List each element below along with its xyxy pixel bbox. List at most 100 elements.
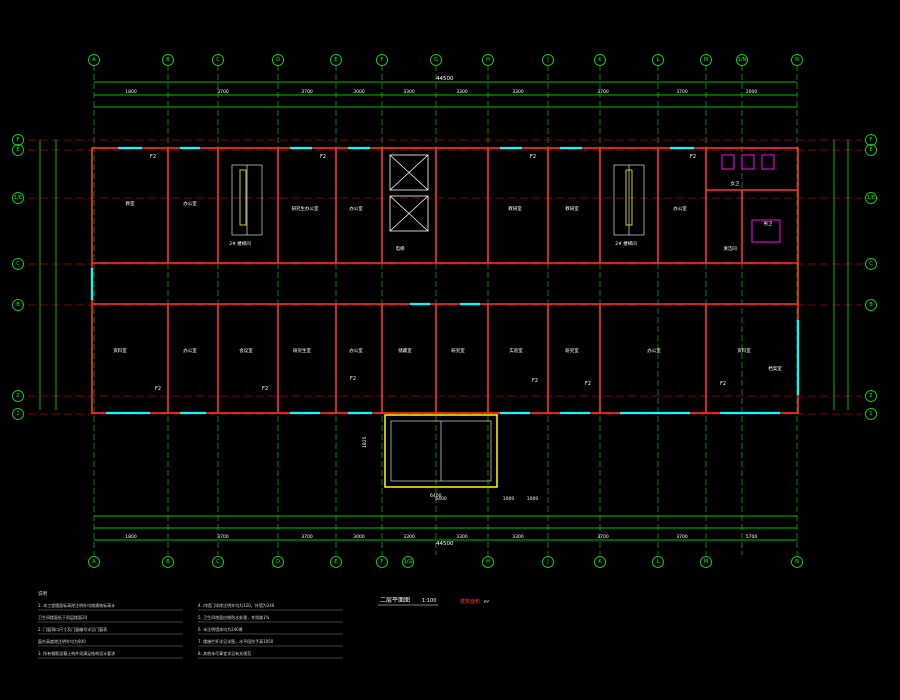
elevation-mark-3: F2 <box>690 154 696 160</box>
room-label-bottom-9: 办公室 <box>647 347 661 354</box>
axis-left-4: B <box>16 302 20 308</box>
axis-top-4: E <box>334 57 337 63</box>
axis-right-0: F <box>870 137 873 143</box>
dim-bottom-2: 3700 <box>301 534 313 540</box>
drawing-title: 二层平面图 <box>380 597 410 604</box>
dim-bottom-9: 5700 <box>746 534 758 540</box>
axis-bottom-12: N <box>795 559 799 565</box>
dim-bottom-4: 3300 <box>403 534 415 540</box>
axis-top-2: C <box>216 57 220 63</box>
note-left-3: 窗台高度除注明外均为900 <box>38 638 86 644</box>
note-left-4: 3. 所有钢筋混凝土构件须满足结构设计要求 <box>38 650 115 656</box>
axis-left-1-circle <box>12 144 24 156</box>
axis-right-3-circle <box>865 258 877 270</box>
room-label-bottom-11: 档案室 <box>768 365 782 372</box>
axis-bottom-2-circle <box>212 556 224 568</box>
dim-entrance-0: 6400 <box>435 496 447 502</box>
axis-bottom-10-circle <box>652 556 664 568</box>
axis-left-6-circle <box>12 408 24 420</box>
axis-left-3: C <box>16 261 20 267</box>
notes-heading: 说明 <box>38 590 47 597</box>
area-tag: 建筑面积 <box>460 598 480 605</box>
dim-top-8: 3700 <box>676 89 688 95</box>
dim-entrance-1: 1000 <box>503 496 515 502</box>
axis-bottom-5-circle <box>376 556 388 568</box>
axis-top-4-circle <box>330 54 342 66</box>
axis-left-5: 2 <box>16 393 19 399</box>
elevation-mark-1: F2 <box>320 154 326 160</box>
axis-top-6: G <box>434 57 438 63</box>
elevation-mark-8: F2 <box>585 381 591 387</box>
room-label-top-10: 女卫 <box>731 180 740 187</box>
room-label-top-0: 教室 <box>126 200 135 207</box>
elevation-mark-6: F2 <box>350 376 356 382</box>
axis-left-6: 1 <box>16 411 19 417</box>
axis-right-6: 1 <box>869 411 872 417</box>
axis-top-13-circle <box>791 54 803 66</box>
note-right-2: 6. 未注明墙体均为240厚 <box>198 626 243 632</box>
axis-bottom-4-circle <box>330 556 342 568</box>
toilet-fixtures <box>721 154 781 243</box>
axis-bottom-3-circle <box>272 556 284 568</box>
axis-bottom-3: D <box>276 559 280 565</box>
axis-top-12-circle <box>736 54 748 66</box>
axis-bottom-8-circle <box>542 556 554 568</box>
axis-bottom-5: F <box>381 559 384 565</box>
axis-bottom-9: K <box>598 559 602 565</box>
axis-top-8-circle <box>542 54 554 66</box>
axis-top-5: F <box>381 57 384 63</box>
note-left-2: 2. 门窗洞口尺寸及门窗编号详见门窗表 <box>38 626 107 632</box>
axis-bottom-7-circle <box>482 556 494 568</box>
room-label-top-12: 清洁间 <box>723 245 737 252</box>
elevation-mark-4: F2 <box>155 386 161 392</box>
room-label-top-7: 教研室 <box>565 205 579 212</box>
axis-bottom-4: E <box>334 559 337 565</box>
dim-bottom-0: 1800 <box>125 534 137 540</box>
axis-bottom-2: C <box>216 559 220 565</box>
dim-top-6: 3300 <box>512 89 524 95</box>
axis-left-4-circle <box>12 299 24 311</box>
axis-left-1: E <box>16 147 19 153</box>
room-label-bottom-7: 实验室 <box>509 347 523 354</box>
axis-top-9: K <box>598 57 602 63</box>
dim-top-1: 3700 <box>217 89 229 95</box>
elevator-shafts <box>389 154 429 232</box>
overall-dim-bottom: 44500 <box>436 541 454 547</box>
axis-right-1: E <box>869 147 872 153</box>
axis-top-10-circle <box>652 54 664 66</box>
axis-top-1: B <box>166 57 170 63</box>
axis-top-3-circle <box>272 54 284 66</box>
area-unit: m² <box>484 599 490 604</box>
axis-bottom-11-circle <box>700 556 712 568</box>
room-label-top-6: 教研室 <box>508 205 522 212</box>
axis-right-5-circle <box>865 390 877 402</box>
overall-dim-top: 44500 <box>436 76 454 82</box>
room-label-top-9: 办公室 <box>673 205 687 212</box>
elevation-mark-7: F2 <box>532 378 538 384</box>
axis-top-7-circle <box>482 54 494 66</box>
note-right-3: 7. 楼梯栏杆详见详图，水平段扶手高1050 <box>198 638 274 644</box>
axis-top-0: A <box>92 57 96 63</box>
dim-top-2: 3700 <box>301 89 313 95</box>
axis-bottom-0-circle <box>88 556 100 568</box>
room-label-bottom-5: 储藏室 <box>398 347 412 354</box>
axis-right-2-circle <box>865 192 877 204</box>
dim-top-9: 2000 <box>746 89 758 95</box>
dim-bottom-1: 3700 <box>217 534 229 540</box>
axis-right-1-circle <box>865 144 877 156</box>
general-notes: 说明 1. 本工程楼面标高除注明外均按建筑标高计 卫生间楼面低于同层楼面202.… <box>38 590 343 659</box>
dim-bottom-8: 3700 <box>676 534 688 540</box>
axis-top-10: L <box>657 57 660 63</box>
dim-bottom-6: 3300 <box>512 534 524 540</box>
axis-bottom-7: H <box>486 559 490 565</box>
axis-left-3-circle <box>12 258 24 270</box>
room-label-top-5: 电梯 <box>396 245 405 252</box>
axis-top-11-circle <box>700 54 712 66</box>
elevation-mark-9: F2 <box>720 381 726 387</box>
axis-top-13: N <box>795 57 799 63</box>
elevation-mark-0: F2 <box>150 154 156 160</box>
